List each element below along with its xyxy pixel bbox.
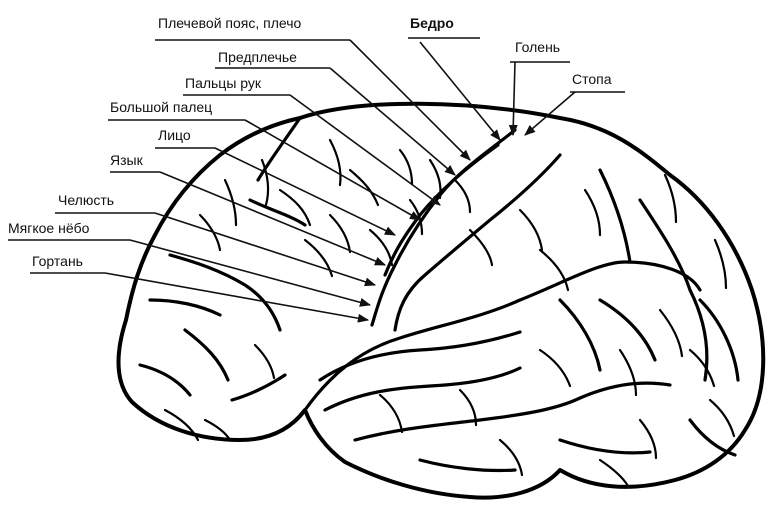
label-tongue: Язык <box>110 152 144 168</box>
label-foot: Стопа <box>572 71 612 87</box>
label-thumb: Большой палец <box>110 99 212 115</box>
label-shin: Голень <box>515 39 560 55</box>
label-shoulder: Плечевой пояс, плечо <box>158 15 302 31</box>
label-thigh: Бедро <box>410 15 454 31</box>
label-face: Лицо <box>158 127 191 143</box>
label-larynx: Гортань <box>32 253 83 269</box>
label-forearm: Предплечье <box>218 49 297 65</box>
label-fingers: Пальцы рук <box>185 75 262 91</box>
label-jaw: Челюсть <box>58 192 114 208</box>
label-soft-palate: Мягкое нёбо <box>8 220 90 236</box>
